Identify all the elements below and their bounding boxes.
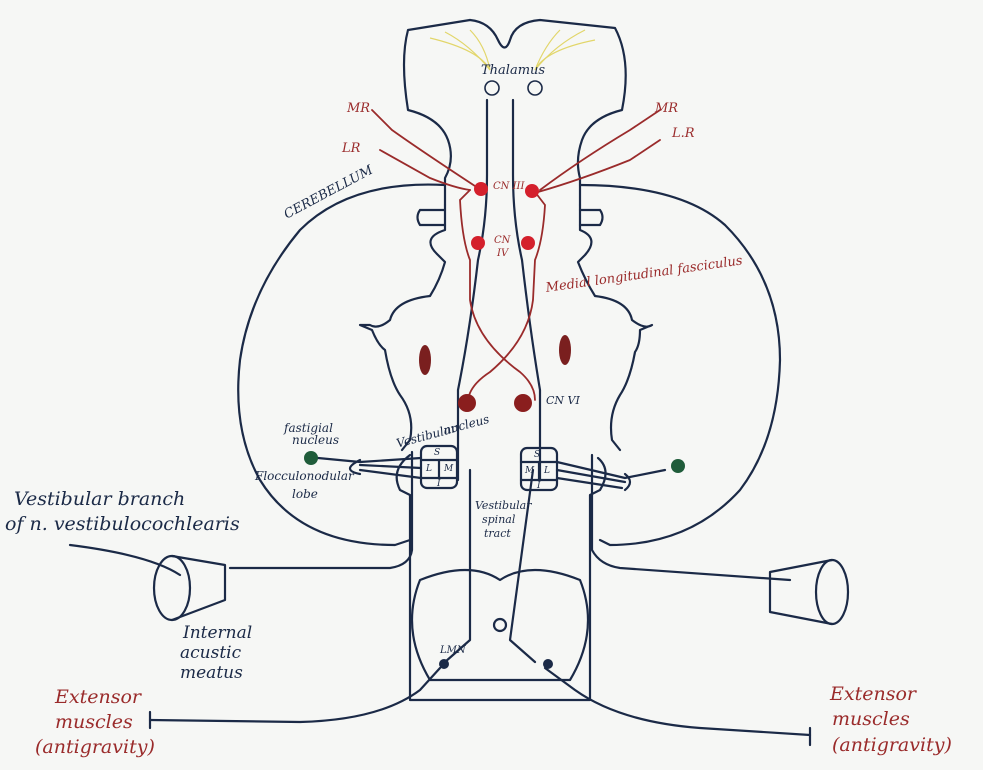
box-left-i: I [437, 480, 441, 489]
grey-matter-outline [412, 570, 588, 680]
fastigial-nucleus-right [671, 459, 685, 473]
red-nucleus-left [419, 345, 431, 375]
box-right-s: S [534, 451, 540, 460]
lr-left-label: LR [342, 142, 360, 155]
cn4-nucleus-left [471, 236, 485, 250]
mr-left-label: MR [347, 102, 370, 115]
red-nucleus-right [559, 335, 571, 365]
cn3-label: CN III [493, 182, 524, 192]
internal-acoustic-meatus-right [816, 560, 848, 624]
vst-label-1: Vestibular [475, 500, 532, 511]
cn4-nucleus-right [521, 236, 535, 250]
fastigial-nucleus-left [304, 451, 318, 465]
box-right-l: L [544, 467, 550, 476]
cn4-label-bottom: IV [497, 249, 508, 259]
box-left-m: M [444, 465, 453, 474]
mr-right-label: MR [655, 102, 678, 115]
extensor-left-3: (antigravity) [35, 738, 155, 757]
cn6-nucleus-right [514, 394, 532, 412]
vestibular-branch-label-2: of n. vestibulocochlearis [5, 515, 240, 534]
lmn-left [439, 659, 449, 669]
internal-acoustic-meatus-left [154, 556, 190, 620]
cn6-nucleus-left [458, 394, 476, 412]
extensor-left-1: Extensor [55, 688, 141, 707]
vst-label-2: spinal [482, 514, 515, 525]
flocculonodular-label: Flocculonodular [255, 470, 354, 482]
lmn-right [543, 659, 553, 669]
cn3-nucleus-left [474, 182, 488, 196]
thalamus-label: Thalamus [481, 64, 545, 77]
lmn-label: LMN [440, 646, 466, 656]
fastigial-label-2: nucleus [292, 434, 339, 446]
box-right-m: M [525, 467, 534, 476]
vst-label-3: tract [484, 528, 511, 539]
vestibular-branch-label-1: Vestibular branch [14, 490, 185, 509]
iam-label-3: meatus [180, 665, 243, 682]
lobe-label: lobe [292, 488, 318, 500]
brainstem-outline [360, 205, 445, 450]
extensor-left-2: muscles [55, 713, 133, 732]
cn6-label: CN VI [546, 395, 580, 406]
cerebellum-outline [238, 185, 445, 545]
box-left-l: L [426, 465, 432, 474]
extensor-right-1: Extensor [830, 685, 916, 704]
extensor-right-2: muscles [832, 710, 910, 729]
iam-label-2: acustic [180, 645, 241, 662]
lr-right-label: L.R [672, 127, 695, 140]
iam-label-1: Internal [183, 625, 252, 642]
cn3-nucleus-right [525, 184, 539, 198]
cn4-label-top: CN [494, 236, 510, 246]
box-left-s: S [434, 449, 440, 458]
box-right-i: I [537, 482, 541, 491]
extensor-right-3: (antigravity) [832, 736, 952, 755]
